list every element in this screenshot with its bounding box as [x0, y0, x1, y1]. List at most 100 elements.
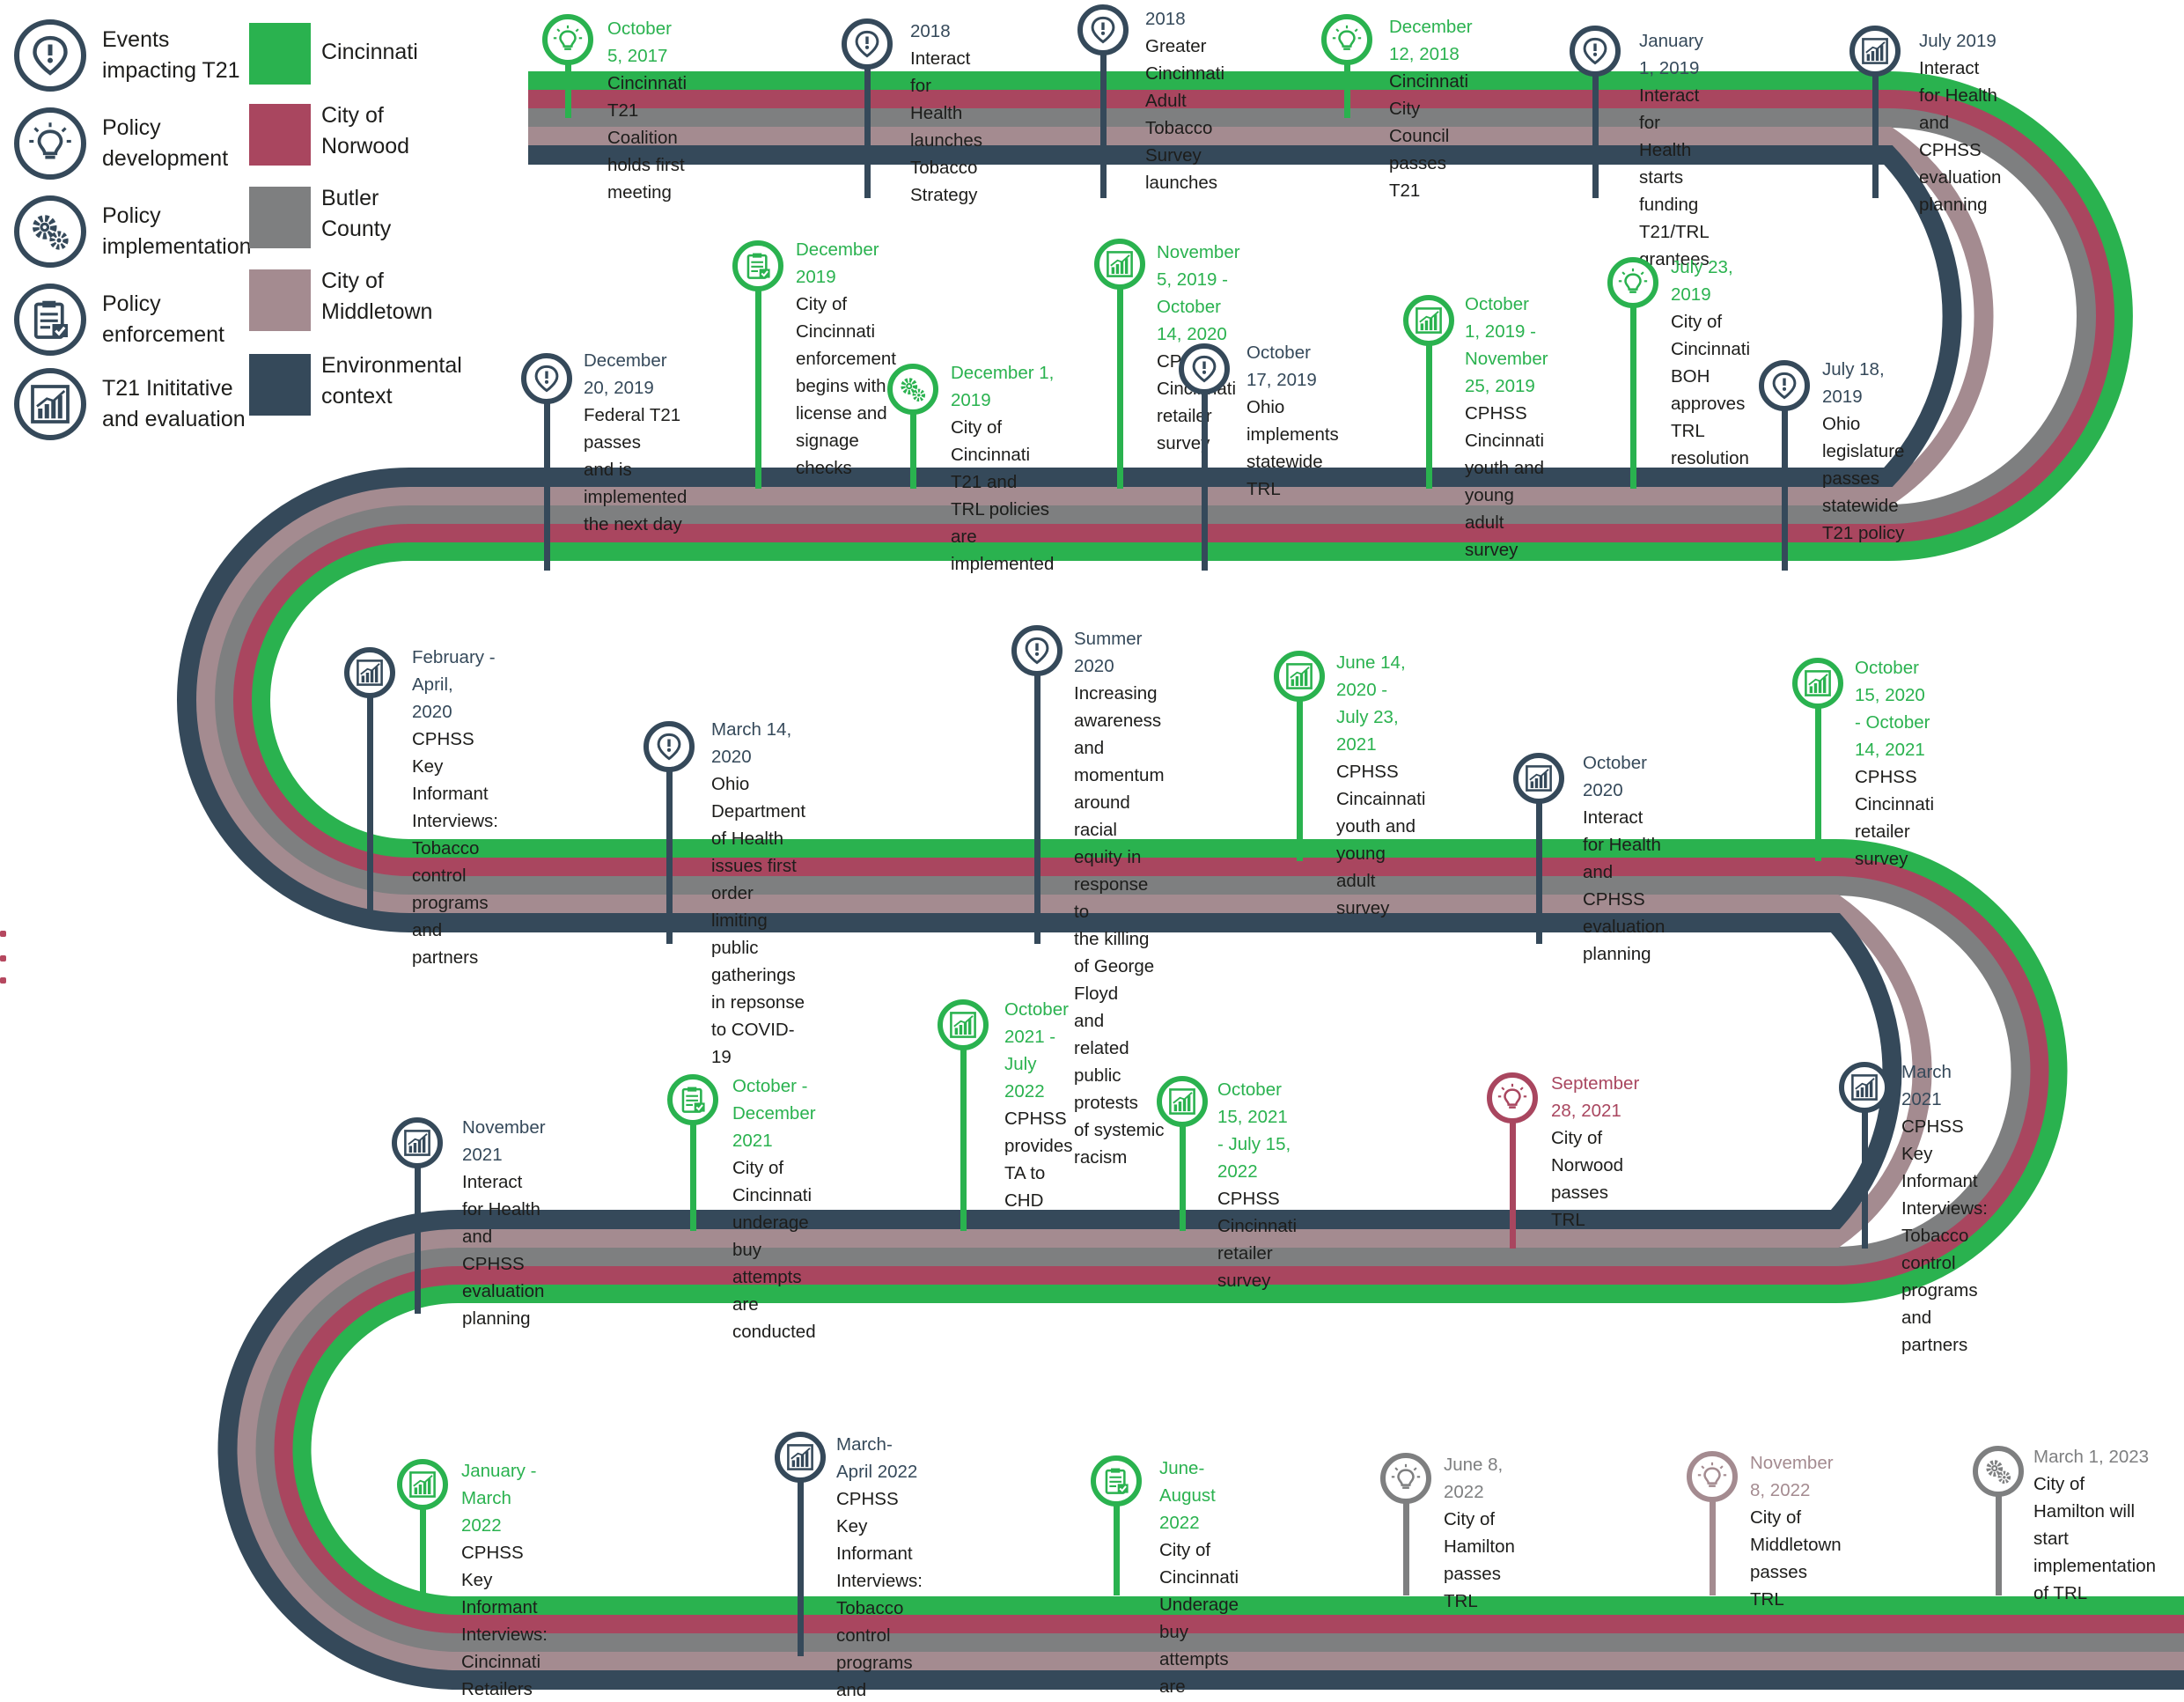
event-description: Cincinnati T21 Coalition holds first mee… [607, 73, 688, 203]
legend-label: Policy implementation [102, 203, 252, 259]
event-description: City of Cincinnati Underage buy attempts… [1159, 1540, 1239, 1697]
event-stem [910, 410, 916, 489]
road-band-norwood [232, 90, 2184, 1634]
event-description: CPHSS Key Informant Interviews: Cincinna… [461, 1543, 548, 1699]
legend-swatch-norwood [249, 104, 311, 166]
event-stem [1872, 72, 1879, 198]
clipboard-check-icon [14, 284, 86, 356]
legend-label: Policy development [102, 115, 229, 171]
legend-label: Events impacting T21 [102, 27, 240, 83]
event-stem [420, 1506, 426, 1595]
event-description: City of Middletown passes TRL [1750, 1507, 1842, 1610]
legend-swatch-label: City of Norwood [321, 103, 410, 158]
event-stem [1403, 1499, 1409, 1595]
legend-swatch-middletown [249, 269, 311, 331]
lightbulb-icon [542, 14, 593, 65]
event-stem [1815, 704, 1821, 861]
alert-pin-icon [14, 19, 86, 92]
event-stem [415, 1164, 421, 1314]
event-stem [1426, 342, 1432, 489]
event-date: October 5, 2017 [607, 18, 672, 66]
bar-chart-icon [392, 1117, 443, 1168]
alert-pin-icon [842, 18, 893, 70]
event-date: February - April, 2020 [412, 647, 496, 722]
event-description: CPHSS Cincinnati retailer survey [1855, 767, 1935, 869]
legend-item-clipboard-check: Policy enforcement [14, 284, 224, 356]
bar-chart-icon [1157, 1076, 1208, 1127]
gears-icon [887, 364, 938, 415]
bar-chart-icon [14, 368, 86, 440]
event-date: July 23, 2019 [1671, 257, 1733, 305]
event-description: CPHSS Cincinnati retailer survey [1217, 1189, 1298, 1291]
event-date: October 15, 2020 - October 14, 2021 [1855, 658, 1930, 760]
event-date: March 2021 [1901, 1062, 1952, 1109]
event-description: Interact for Health and CPHSS evaluation… [1583, 807, 1666, 964]
bar-chart-icon [938, 999, 989, 1050]
event-stem [1297, 697, 1303, 861]
event-stem [864, 65, 871, 198]
event-description: CPHSS provides TA to CHD [1004, 1109, 1073, 1211]
bar-chart-icon [1513, 753, 1564, 804]
legend-item-lightbulb: Policy development [14, 107, 228, 180]
bar-chart-icon [1403, 295, 1454, 346]
gears-icon [1973, 1446, 2024, 1497]
lightbulb-icon [1607, 257, 1658, 308]
alert-pin-icon [1077, 4, 1129, 55]
event-stem [1782, 407, 1788, 571]
alert-pin-icon [1570, 26, 1621, 77]
event-description: CPHSS Key Informant Interviews: Tobacco … [836, 1489, 923, 1700]
event-description: Ohio legislature passes statewide T21 po… [1822, 414, 1905, 543]
alert-pin-icon [643, 721, 695, 772]
event-stem [1630, 304, 1636, 489]
event-stem [690, 1121, 696, 1231]
event-date: December 1, 2019 [951, 363, 1055, 410]
event-stem [367, 694, 373, 922]
event-description: City of Cincinnati T21 and TRL policies … [951, 417, 1055, 574]
event-description: City of Cincinnati enforcement begins wi… [796, 294, 896, 478]
event-stem [1592, 72, 1599, 198]
event-date: June 14, 2020 - July 23, 2021 [1336, 652, 1406, 755]
bar-chart-icon [775, 1432, 826, 1483]
lightbulb-icon [1321, 14, 1372, 65]
event-date: October 1, 2019 - November 25, 2019 [1465, 294, 1548, 396]
event-date: 2018 [1145, 9, 1186, 29]
legend-label: Policy enforcement [102, 291, 224, 347]
event-stem [565, 61, 571, 118]
event-stem [755, 287, 761, 489]
event-stem [1100, 51, 1107, 198]
event-description: Increasing awareness and momentum around… [1074, 683, 1165, 1168]
legend-swatch-cincinnati [249, 23, 311, 85]
event-stem [1536, 799, 1542, 944]
event-stem [1710, 1498, 1716, 1595]
gears-icon [14, 195, 86, 268]
event-date: January - March 2022 [461, 1461, 537, 1536]
lightbulb-icon [1687, 1451, 1738, 1502]
event-stem [1180, 1123, 1186, 1231]
legend-swatch-label: Environmental context [321, 353, 462, 409]
legend-item-gears: Policy implementation [14, 195, 252, 268]
edge-mark [0, 977, 6, 984]
lightbulb-icon [14, 107, 86, 180]
road-band-butler [214, 108, 2184, 1653]
event-date: July 2019 [1919, 31, 1996, 51]
